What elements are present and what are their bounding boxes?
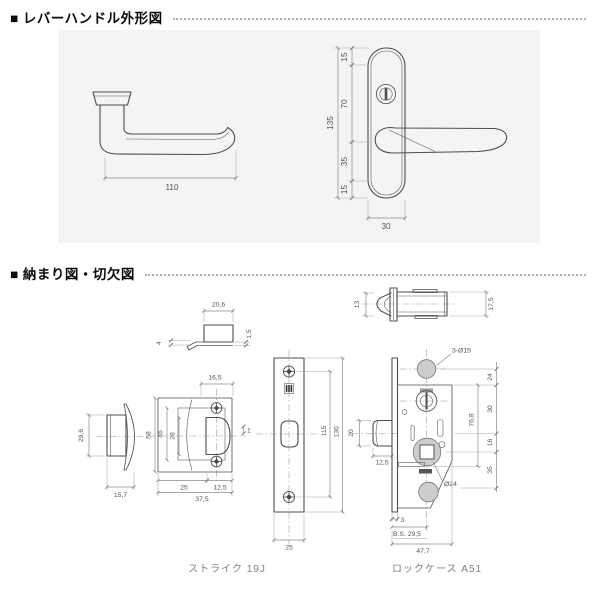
dim-label: 46 [158,430,165,438]
screw-icon [210,455,223,468]
dim-label: 28 [170,432,177,440]
dim-label: 76,8 [469,413,476,426]
dim-label: 30 [381,222,391,231]
lockcase-caption: ロックケース A51 [392,563,482,575]
dim-label: 25 [180,485,188,492]
section-header-handle: ■ レバーハンドル外形図 [10,7,586,27]
prep-hole-bottom [418,481,439,503]
lock-faceplate-view: 115 130 25 [256,350,345,552]
dim-label: B.S. 29,5 [393,531,421,538]
strike-section-view: 20,6 4 1,5 [156,302,253,351]
section-title: ■ 納まり図・切欠図 [10,267,135,282]
prep-hole-top [416,359,437,379]
dim-label: 13 [354,301,361,309]
screw-icon [282,490,296,504]
dim-label: 58 [146,431,153,439]
dim-label: 16,5 [208,375,221,382]
dim-label: 37,5 [195,496,208,503]
dotted-rule [172,17,586,20]
latch-bolt-side [372,419,393,447]
lever-front-view: 15 70 35 15 135 30 [326,45,508,231]
handle-panel-background [58,30,540,243]
dim-label: 20 [348,429,355,437]
dim-label: 1,5 [246,329,253,339]
screw-icon [210,402,223,414]
dim-label: 4 [156,341,163,345]
section-header-installation: ■ 納まり図・切欠図 [10,263,586,283]
latch-front-view: 29,6 15,7 [78,403,144,499]
dim-label: 29,6 [78,429,85,442]
dim-label: Ø24 [444,481,457,488]
hole-note-label: 3-Ø15 [452,348,471,355]
dim-label: 17,5 [488,297,495,310]
indicator-window [284,383,294,394]
dim-label: 20,6 [212,302,225,309]
dim-label: 70 [340,99,349,109]
dim-label: 15 [340,185,349,195]
dim-label: 12,5 [213,485,226,492]
spindle-hole [412,437,442,467]
dim-label: 24 [487,373,494,381]
section-title: ■ レバーハンドル外形図 [10,11,163,26]
strike-face-view: 58 46 28 16,5 1 25 12,5 37,5 [146,375,252,504]
dim-label: 15,7 [114,492,127,499]
latch-side-view: 13 17,5 [354,287,495,322]
dim-label: 16 [487,439,494,447]
lock-case-view: 20 12,5 3-Ø15 24 30 16 35 76,8 Ø24 [348,348,499,555]
dim-label: 30 [487,405,494,413]
lever-side-view: 110 [92,91,238,192]
dim-label: 15 [340,52,349,62]
dotted-rule [144,273,586,276]
dim-label: 47,7 [416,548,429,555]
dim-label: 12,5 [375,460,388,467]
dim-label: 130 [334,426,341,438]
dim-label: 110 [165,183,178,192]
dim-label: 25 [285,545,293,552]
cylinder-hole [415,388,438,412]
latch-bolt-front [280,420,299,448]
dim-label: 35 [487,466,494,474]
dim-label: 1 [247,428,251,435]
dim-label: 115 [321,425,328,436]
screw-icon [282,365,296,378]
strike-caption: ストライク 19J [188,563,266,575]
dim-label: 3 [401,517,405,524]
dim-label: 35 [340,157,349,167]
dim-label: 135 [326,116,335,130]
